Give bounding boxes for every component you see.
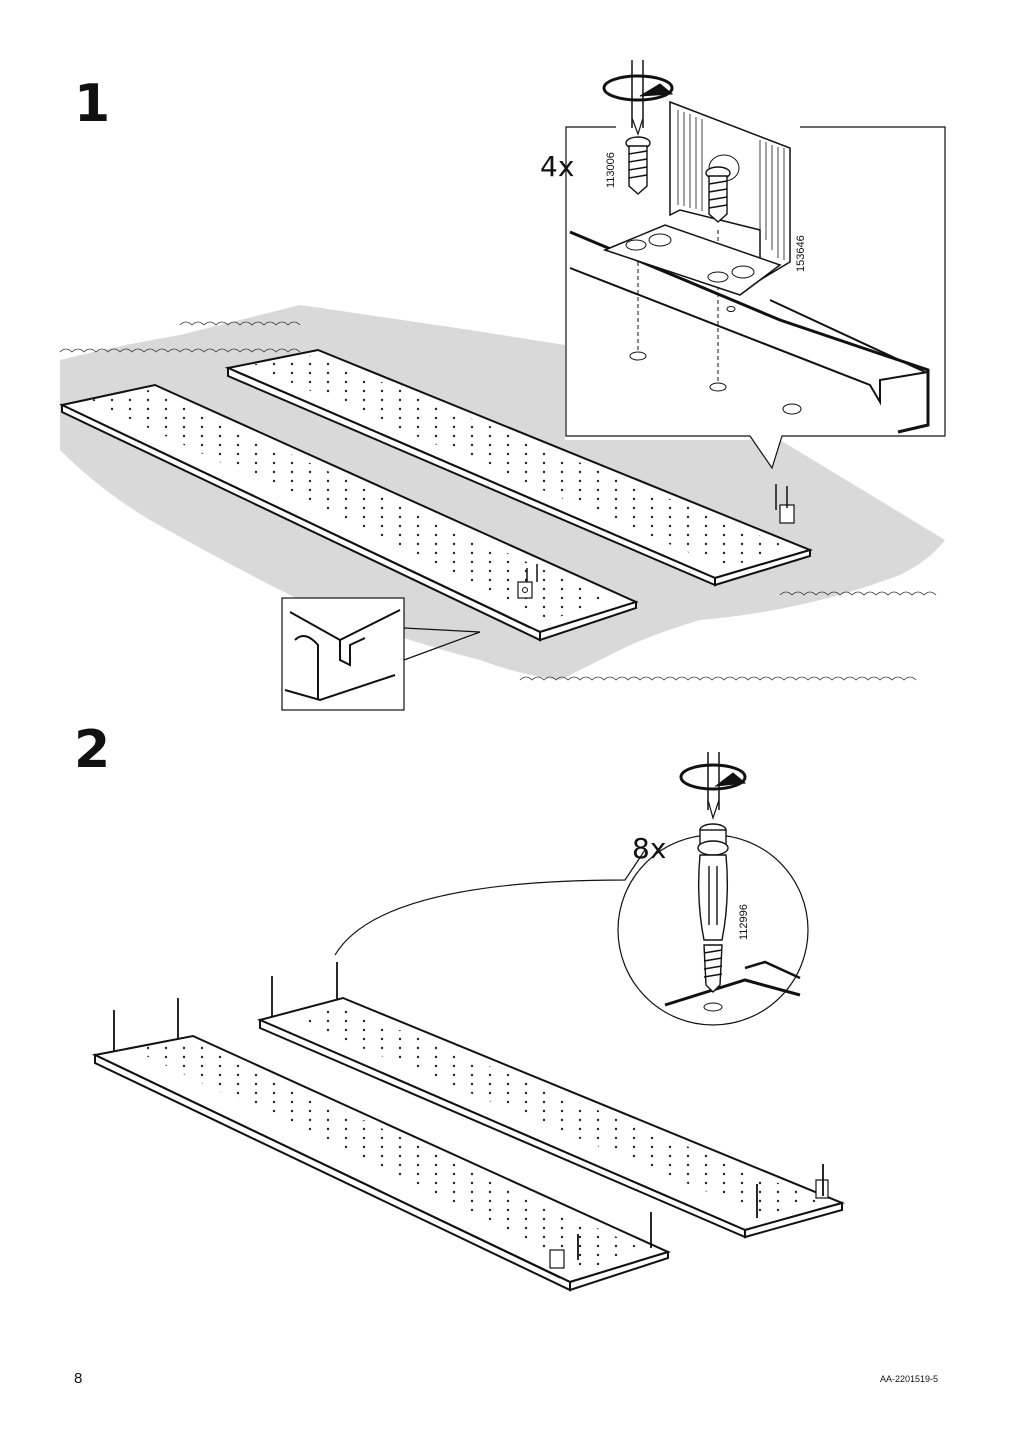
rug-fringe bbox=[59, 321, 937, 681]
panel-right-step2 bbox=[256, 962, 846, 1239]
step-2-quantity: 8x bbox=[632, 832, 667, 865]
screw-part-number: 113006 bbox=[605, 152, 617, 188]
bracket-part-number: 153646 bbox=[795, 235, 807, 272]
panel-left-step2 bbox=[91, 998, 671, 1292]
dowel-zoom-circle bbox=[617, 752, 809, 1026]
step-1-number: 1 bbox=[74, 74, 111, 134]
screwdriver-rotate-icon bbox=[679, 752, 747, 821]
step-2-number: 2 bbox=[74, 720, 111, 780]
groove-detail-inset bbox=[281, 597, 481, 711]
screwdriver-rotate-icon bbox=[602, 60, 674, 136]
panel-left-step1 bbox=[58, 383, 639, 642]
page-number: 8 bbox=[74, 1370, 83, 1387]
step-1-quantity: 4x bbox=[540, 150, 575, 183]
screw-icon bbox=[625, 136, 731, 223]
bracket-zoom-callout bbox=[565, 60, 946, 470]
dowel-leader-line bbox=[334, 849, 646, 956]
document-code: AA-2201519-5 bbox=[880, 1374, 939, 1384]
dowel-icon bbox=[697, 823, 729, 993]
panel-right-step1 bbox=[224, 348, 814, 587]
dowel-part-number: 112996 bbox=[738, 904, 750, 940]
